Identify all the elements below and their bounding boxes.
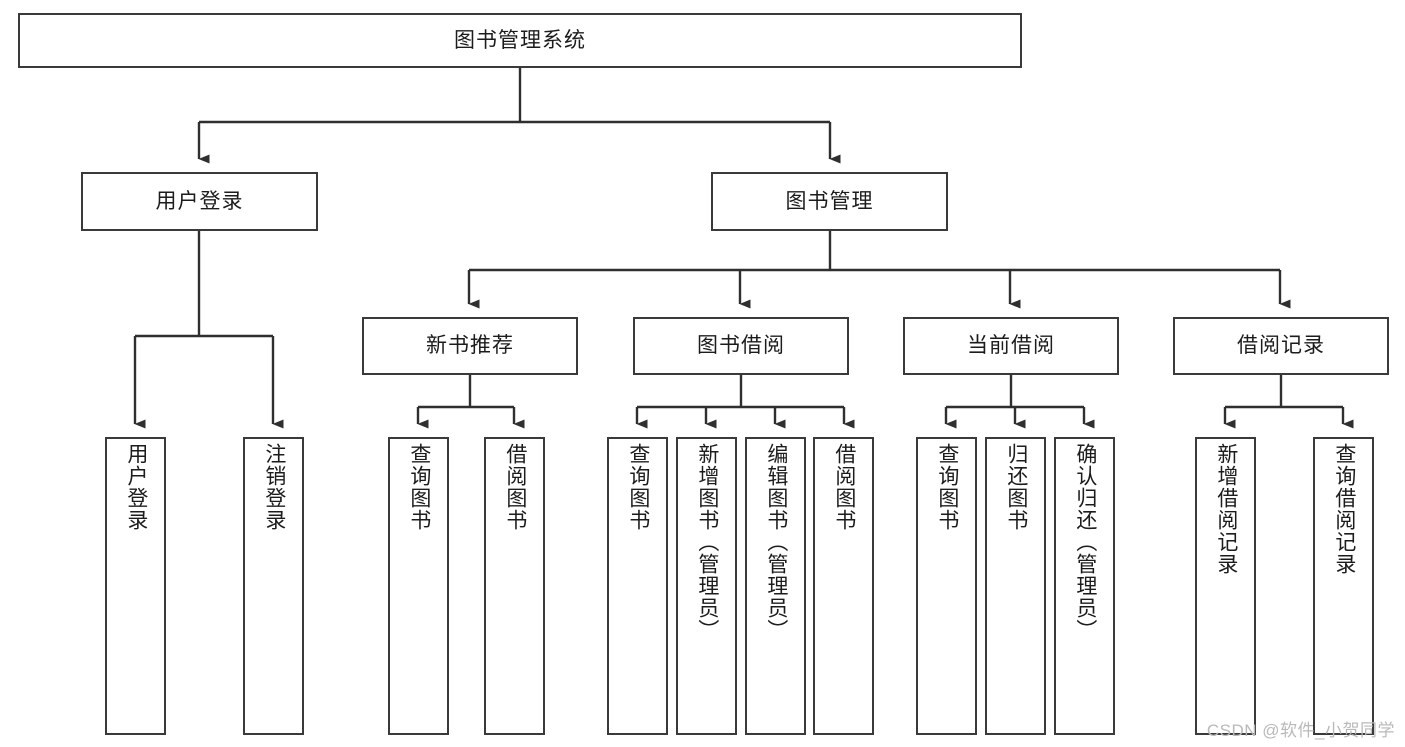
node-leaf-query-book-3[interactable]: 查询图书 bbox=[916, 437, 977, 735]
node-leaf-confirm-return[interactable]: 确认归还（管理员） bbox=[1054, 437, 1115, 735]
node-label: 借阅图书 bbox=[832, 443, 856, 531]
node-label: 注销登录 bbox=[262, 443, 286, 531]
node-leaf-user-logout[interactable]: 注销登录 bbox=[243, 437, 304, 735]
node-label: 当前借阅 bbox=[967, 334, 1055, 358]
node-label: 查询图书 bbox=[626, 443, 650, 531]
node-label: 查询图书 bbox=[935, 443, 959, 531]
node-label: 图书管理系统 bbox=[454, 28, 586, 52]
node-leaf-query-book-1[interactable]: 查询图书 bbox=[388, 437, 449, 735]
node-leaf-edit-book[interactable]: 编辑图书（管理员） bbox=[745, 437, 806, 735]
node-borrow-record[interactable]: 借阅记录 bbox=[1173, 317, 1389, 375]
node-leaf-user-login[interactable]: 用户登录 bbox=[105, 437, 166, 735]
node-leaf-query-book-2[interactable]: 查询图书 bbox=[607, 437, 668, 735]
node-label: 用户登录 bbox=[155, 189, 244, 213]
node-user-login[interactable]: 用户登录 bbox=[81, 172, 318, 231]
node-leaf-add-book[interactable]: 新增图书（管理员） bbox=[676, 437, 737, 735]
node-book-borrow[interactable]: 图书借阅 bbox=[633, 317, 849, 375]
node-label: 查询图书 bbox=[407, 443, 431, 531]
node-label: 新增图书（管理员） bbox=[695, 443, 719, 641]
node-label: 借阅记录 bbox=[1237, 334, 1325, 358]
node-label: 图书管理 bbox=[785, 189, 874, 213]
node-label: 确认归还（管理员） bbox=[1073, 443, 1097, 641]
node-new-book-rec[interactable]: 新书推荐 bbox=[362, 317, 578, 375]
node-leaf-query-record[interactable]: 查询借阅记录 bbox=[1313, 437, 1374, 735]
node-leaf-borrow-book-2[interactable]: 借阅图书 bbox=[813, 437, 874, 735]
node-leaf-borrow-book-1[interactable]: 借阅图书 bbox=[484, 437, 545, 735]
node-label: 新增借阅记录 bbox=[1214, 443, 1238, 575]
node-label: 编辑图书（管理员） bbox=[764, 443, 788, 641]
node-leaf-add-record[interactable]: 新增借阅记录 bbox=[1195, 437, 1256, 735]
node-current-borrow[interactable]: 当前借阅 bbox=[903, 317, 1119, 375]
node-root[interactable]: 图书管理系统 bbox=[18, 13, 1022, 68]
node-label: 新书推荐 bbox=[426, 334, 514, 358]
node-label: 图书借阅 bbox=[697, 334, 785, 358]
node-label: 用户登录 bbox=[124, 443, 148, 531]
node-book-manage[interactable]: 图书管理 bbox=[711, 172, 948, 231]
node-label: 归还图书 bbox=[1004, 443, 1028, 531]
node-label: 查询借阅记录 bbox=[1332, 443, 1356, 575]
node-leaf-return-book[interactable]: 归还图书 bbox=[985, 437, 1046, 735]
node-label: 借阅图书 bbox=[503, 443, 527, 531]
